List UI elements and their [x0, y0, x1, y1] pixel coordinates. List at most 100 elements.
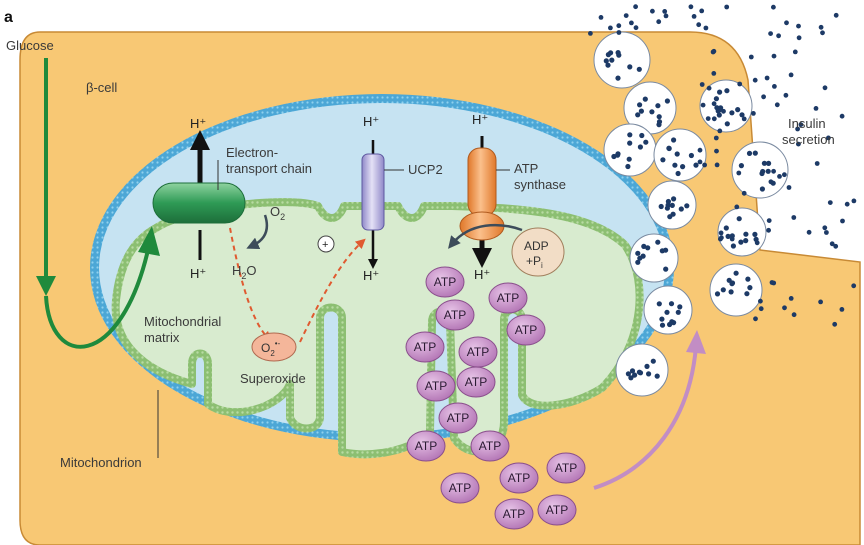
atp-label: ATP — [447, 411, 469, 425]
insulin-dot — [623, 13, 629, 18]
atp-ball — [506, 314, 546, 346]
atp-molecule: ATP — [470, 430, 510, 462]
insulin-label-2: secretion — [782, 132, 835, 147]
superoxide-label: Superoxide — [240, 371, 306, 386]
atp-molecule: ATP — [435, 299, 475, 331]
superoxide-molecule — [251, 332, 297, 362]
insulin-dot — [798, 122, 804, 127]
insulin-dot — [833, 12, 839, 18]
atp-label: ATP — [508, 471, 530, 485]
insulin-granule — [603, 123, 657, 177]
proton-synthase-bottom: H⁺ — [474, 267, 490, 282]
insulin-dot — [710, 49, 716, 55]
insulin-dot — [650, 8, 655, 14]
insulin-dot — [768, 179, 774, 185]
insulin-dot — [741, 116, 747, 122]
atp-label: ATP — [546, 503, 568, 517]
insulin-dot — [696, 22, 702, 28]
insulin-dot — [826, 135, 831, 141]
atp-ball — [416, 370, 456, 402]
insulin-dot — [786, 185, 792, 190]
insulin-dot — [814, 161, 820, 166]
atp-to-secretion-arrow — [593, 345, 698, 490]
insulin-dot — [806, 229, 812, 235]
atp-ball — [435, 299, 475, 331]
insulin-dot — [724, 4, 730, 10]
glucose-arrowhead — [36, 276, 56, 296]
atp-ball — [456, 366, 496, 398]
insulin-dot — [796, 141, 801, 147]
insulin-dot — [729, 236, 735, 242]
proton-synthase-top: H⁺ — [472, 112, 488, 127]
insulin-dot — [782, 172, 787, 178]
atp-ball — [405, 331, 445, 363]
insulin-dot — [820, 30, 825, 36]
insulin-dot — [772, 84, 777, 89]
inner-membrane — [111, 198, 644, 459]
insulin-dot — [719, 235, 724, 241]
insulin-dot — [840, 218, 845, 224]
matrix-label-2: matrix — [144, 330, 180, 345]
insulin-dot — [788, 72, 794, 78]
insulin-granule — [615, 343, 669, 397]
glucose-metabolism-arrow — [44, 249, 150, 349]
insulin-granule — [643, 285, 693, 335]
atp-synthase-label-2: synthase — [514, 177, 566, 192]
insulin-dot — [758, 298, 763, 304]
o2-to-h2o-arrow — [246, 214, 269, 250]
atp-ball — [425, 266, 465, 298]
insulin-dot — [715, 108, 721, 114]
insulin-label-1: Insulin — [788, 116, 826, 131]
atp-molecule: ATP — [537, 494, 577, 526]
insulin-granule — [717, 207, 767, 257]
h2o-label: H2O — [232, 263, 257, 281]
atp-label: ATP — [414, 340, 436, 354]
insulin-granule — [653, 128, 707, 182]
etc-to-superoxide-arrow — [229, 227, 272, 342]
atp-synthase-label-1: ATP — [514, 161, 538, 176]
insulin-dot — [663, 13, 669, 19]
insulin-dot — [764, 75, 770, 81]
atp-molecule: ATP — [499, 462, 539, 494]
atp-molecule: ATP — [546, 452, 586, 484]
insulin-dot — [774, 102, 780, 108]
insulin-dot — [721, 108, 726, 114]
insulin-dot — [713, 135, 719, 141]
insulin-dot — [829, 241, 835, 247]
atp-molecule: ATP — [456, 366, 496, 398]
insulin-dot — [752, 77, 758, 83]
insulin-dot — [714, 162, 720, 168]
insulin-dot — [768, 31, 773, 36]
insulin-dot — [761, 94, 766, 100]
insulin-dot — [736, 170, 742, 176]
insulin-dot — [700, 102, 706, 108]
atp-label: ATP — [555, 461, 577, 475]
etc-label-1: Electron- — [226, 145, 278, 160]
insulin-granules — [593, 31, 789, 397]
insulin-dot — [711, 116, 717, 122]
insulin-dot — [832, 321, 838, 327]
insulin-dot — [776, 33, 781, 39]
insulin-dot — [706, 85, 712, 91]
insulin-dot — [771, 4, 776, 10]
atp-ball — [546, 452, 586, 484]
insulin-dot — [748, 54, 754, 60]
insulin-dot — [783, 92, 789, 98]
atp-ball — [406, 430, 446, 462]
atp-molecule: ATP — [405, 331, 445, 363]
atp-to-secretion-arrowhead — [686, 330, 706, 354]
mitochondrion-label: Mitochondrion — [60, 455, 142, 470]
insulin-dot — [818, 299, 823, 305]
insulin-dot — [822, 85, 828, 91]
plus-sign: + — [322, 239, 328, 251]
etc-label-2: transport chain — [226, 161, 312, 176]
ucp2-channel — [361, 153, 385, 231]
atp-ball — [499, 462, 539, 494]
insulin-dot — [791, 215, 797, 220]
insulin-dot — [758, 306, 764, 312]
insulin-dot — [588, 31, 593, 36]
atp-molecule: ATP — [425, 266, 465, 298]
insulin-dot — [766, 218, 772, 224]
insulin-dot — [844, 201, 850, 207]
